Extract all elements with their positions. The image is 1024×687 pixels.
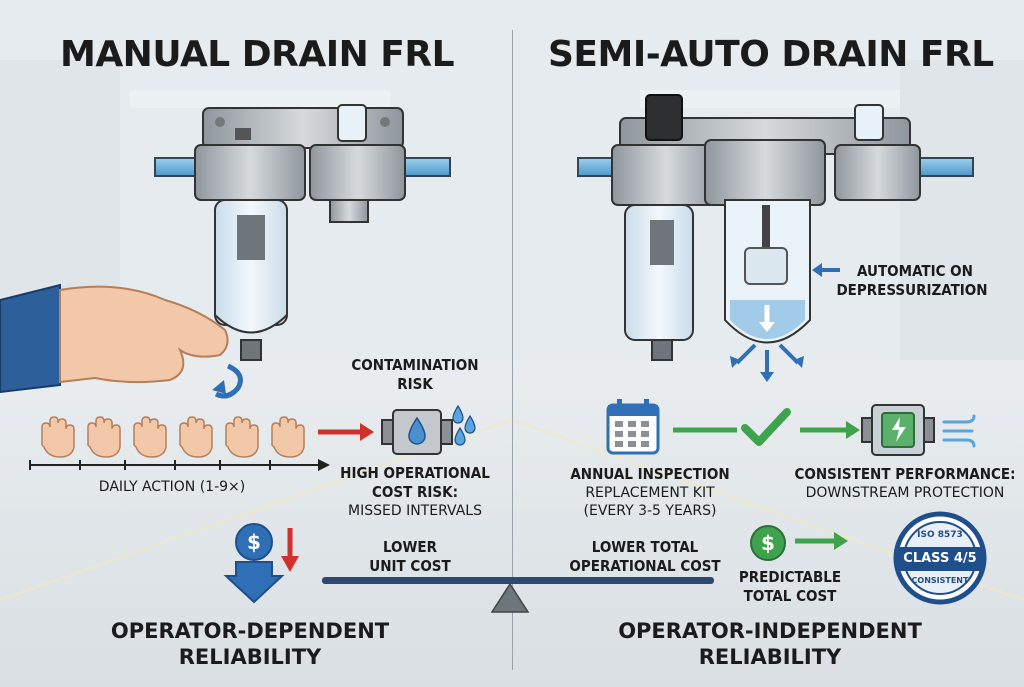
green-arrow (800, 421, 860, 439)
unit-cost-line2: UNIT COST (369, 557, 451, 575)
semi-auto-frl-unit (577, 94, 974, 382)
hand-illustration (0, 283, 243, 399)
green-arrow-bottom (795, 532, 848, 550)
left-title: MANUAL DRAIN FRL (60, 34, 455, 75)
contamination-valve-icon (381, 409, 453, 455)
red-arrow (318, 423, 374, 441)
dollar-glyph-left: $ (247, 530, 261, 554)
badge-top-text: ISO 8573 (917, 530, 963, 540)
left-reliability-line2: RELIABILITY (178, 645, 322, 669)
performance-line1: CONSISTENT PERFORMANCE: (794, 465, 1016, 483)
badge-bottom-text: CONSISTENT (911, 576, 969, 585)
inspection-line3: (EVERY 3-5 YEARS) (583, 503, 717, 519)
badge-icon (893, 511, 987, 605)
predictable-line1: PREDICTABLE (738, 568, 842, 586)
inspection-line1: ANNUAL INSPECTION (570, 465, 730, 483)
checkmark-icon (741, 408, 791, 446)
total-cost-line1: LOWER TOTAL (591, 538, 699, 556)
performance-line2: DOWNSTREAM PROTECTION (805, 485, 1005, 501)
cost-risk-line2: COST RISK: (372, 483, 458, 501)
right-reliability-line2: RELIABILITY (698, 645, 842, 669)
battery-icon (861, 404, 935, 456)
timeline-axis (29, 459, 330, 471)
cost-risk-line3: MISSED INTERVALS (348, 503, 482, 519)
predictable-line2: TOTAL COST (743, 587, 837, 605)
dollar-down-icon (223, 523, 299, 604)
center-divider (512, 30, 513, 670)
daily-action-label: DAILY ACTION (1-9×) (98, 479, 246, 495)
unit-cost-line1: LOWER (382, 538, 438, 556)
total-cost-line2: OPERATIONAL COST (569, 557, 721, 575)
drop-icon (452, 404, 476, 446)
right-title: SEMI-AUTO DRAIN FRL (548, 34, 994, 75)
dollar-glyph-right: $ (761, 531, 775, 555)
hand-icon (41, 416, 305, 458)
contamination-label: CONTAMINATION RISK (351, 356, 479, 393)
calendar-icon (606, 399, 660, 455)
right-reliability-line1: OPERATOR-INDEPENDENT (618, 619, 922, 643)
automatic-line1: AUTOMATIC ON (857, 262, 973, 280)
manual-frl-unit (154, 104, 451, 361)
inspection-line2: REPLACEMENT KIT (585, 485, 715, 501)
air-flow-icon (942, 414, 976, 448)
seesaw (322, 577, 714, 613)
cost-risk-line1: HIGH OPERATIONAL (340, 464, 490, 482)
badge-class-text: CLASS 4/5 (903, 551, 977, 566)
left-reliability-line1: OPERATOR-DEPENDENT (110, 619, 390, 643)
automatic-line2: DEPRESSURIZATION (836, 281, 988, 299)
dollar-icon (750, 525, 786, 561)
